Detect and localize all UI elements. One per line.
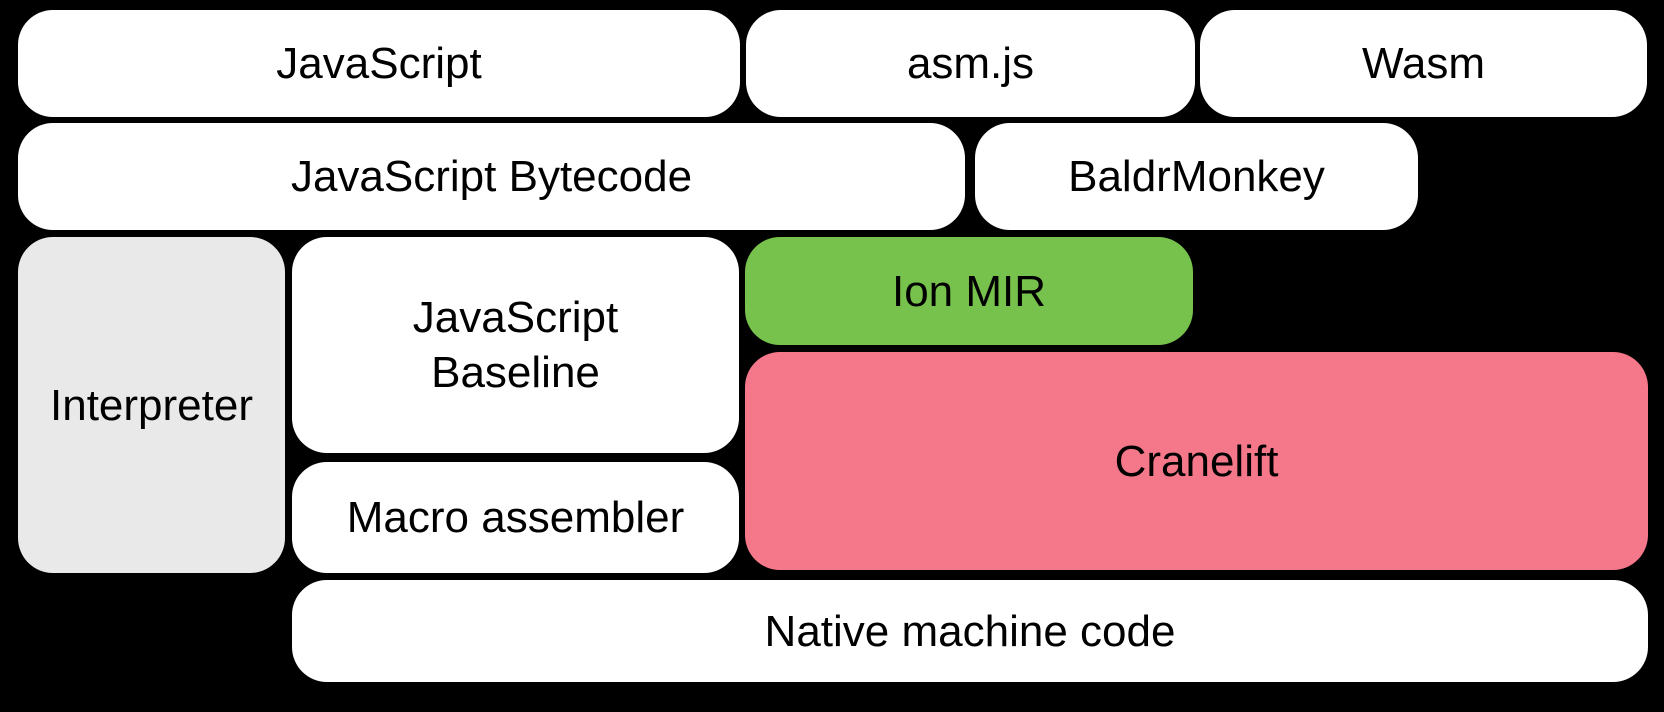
box-macro-assembler-label: Macro assembler (346, 493, 685, 542)
box-native-machine-code: Native machine code (292, 580, 1648, 682)
box-javascript-bytecode: JavaScript Bytecode (18, 123, 965, 230)
box-cranelift-label: Cranelift (1114, 436, 1279, 486)
box-baldrmonkey: BaldrMonkey (975, 123, 1418, 230)
box-macro-assembler: Macro assembler (292, 462, 739, 573)
box-javascript-bytecode-label: JavaScript Bytecode (290, 152, 693, 201)
box-ion-mir: Ion MIR (745, 237, 1193, 345)
box-native-machine-code-label: Native machine code (764, 606, 1176, 656)
box-interpreter-label: Interpreter (50, 380, 253, 430)
box-interpreter: Interpreter (18, 237, 285, 573)
box-javascript: JavaScript (18, 10, 740, 117)
box-wasm: Wasm (1200, 10, 1647, 117)
box-javascript-label: JavaScript (276, 39, 482, 88)
box-asm-js-label: asm.js (906, 39, 1035, 88)
box-asm-js: asm.js (746, 10, 1195, 117)
box-ion-mir-label: Ion MIR (891, 266, 1047, 316)
box-cranelift: Cranelift (745, 352, 1648, 570)
box-javascript-baseline: JavaScript Baseline (292, 237, 739, 453)
box-wasm-label: Wasm (1361, 39, 1486, 88)
box-baldrmonkey-label: BaldrMonkey (1068, 152, 1325, 201)
box-javascript-baseline-label: JavaScript Baseline (412, 293, 619, 397)
